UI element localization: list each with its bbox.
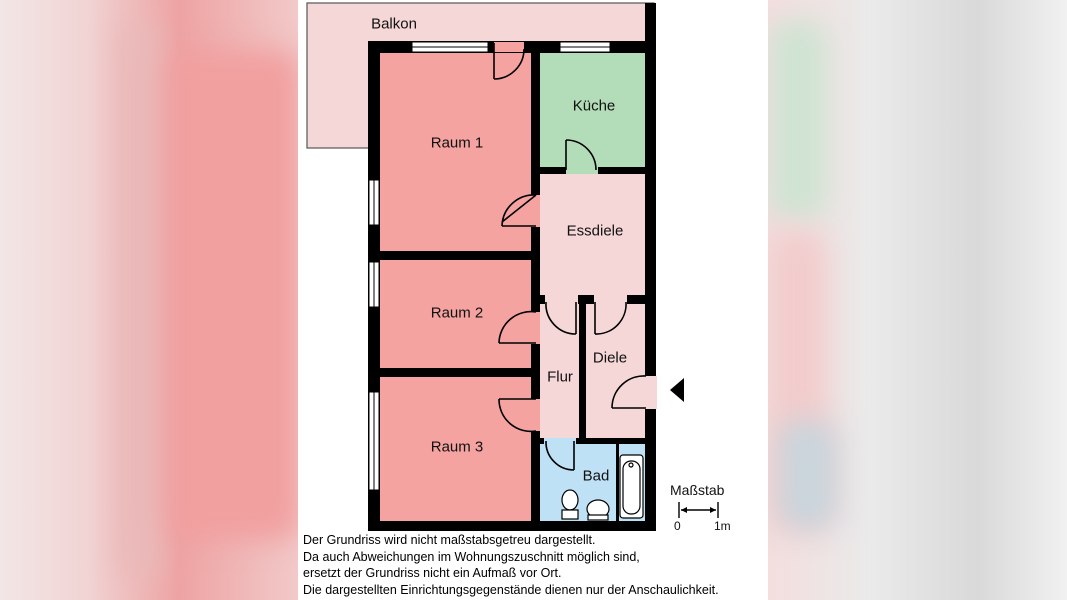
kueche-area xyxy=(540,53,645,167)
flur-area xyxy=(540,304,579,438)
bathroom-fixtures xyxy=(561,454,644,521)
room-label-raum-1: Raum 1 xyxy=(430,134,484,152)
scale-start-label: 0 xyxy=(674,519,681,533)
raum-2-area xyxy=(380,260,531,368)
room-label-balkon: Balkon xyxy=(371,15,417,33)
essdiele-area xyxy=(540,174,645,295)
doors xyxy=(493,42,657,471)
raum-3-area xyxy=(380,377,531,521)
toilet-icon xyxy=(561,489,579,511)
scale-end-label: 1m xyxy=(714,519,731,533)
disclaimer-line: Die dargestellten Einrichtungsgegenständ… xyxy=(303,582,719,597)
disclaimer-line: Der Grundriss wird nicht maßstabsgetreu … xyxy=(303,533,596,547)
windows xyxy=(368,41,611,491)
disclaimer-line: ersetzt der Grundriss nicht ein Aufmaß v… xyxy=(303,566,562,580)
raum-1-area xyxy=(380,53,531,251)
room-label-raum-3: Raum 3 xyxy=(430,438,484,456)
blurred-backdrop-right xyxy=(768,0,1067,600)
blurred-backdrop-left xyxy=(0,0,298,600)
floor-plan-drawing xyxy=(306,2,719,531)
room-label-raum-2: Raum 2 xyxy=(430,304,484,322)
room-label-essdiele: Essdiele xyxy=(566,222,624,240)
disclaimer-text: Der Grundriss wird nicht maßstabsgetreu … xyxy=(303,532,767,598)
entrance-arrow-icon xyxy=(670,378,684,402)
scale-title: Maßstab xyxy=(670,482,725,498)
room-label-bad: Bad xyxy=(582,467,610,485)
floor-plan-panel: Balkon Raum 1 Küche Essdiele Raum 2 Flur… xyxy=(298,0,768,600)
scale-bar xyxy=(678,502,719,518)
disclaimer-line: Da auch Abweichungen im Wohnungszuschnit… xyxy=(303,549,640,564)
room-label-flur: Flur xyxy=(547,368,573,386)
room-label-kueche: Küche xyxy=(572,97,616,115)
room-label-diele: Diele xyxy=(592,349,628,367)
